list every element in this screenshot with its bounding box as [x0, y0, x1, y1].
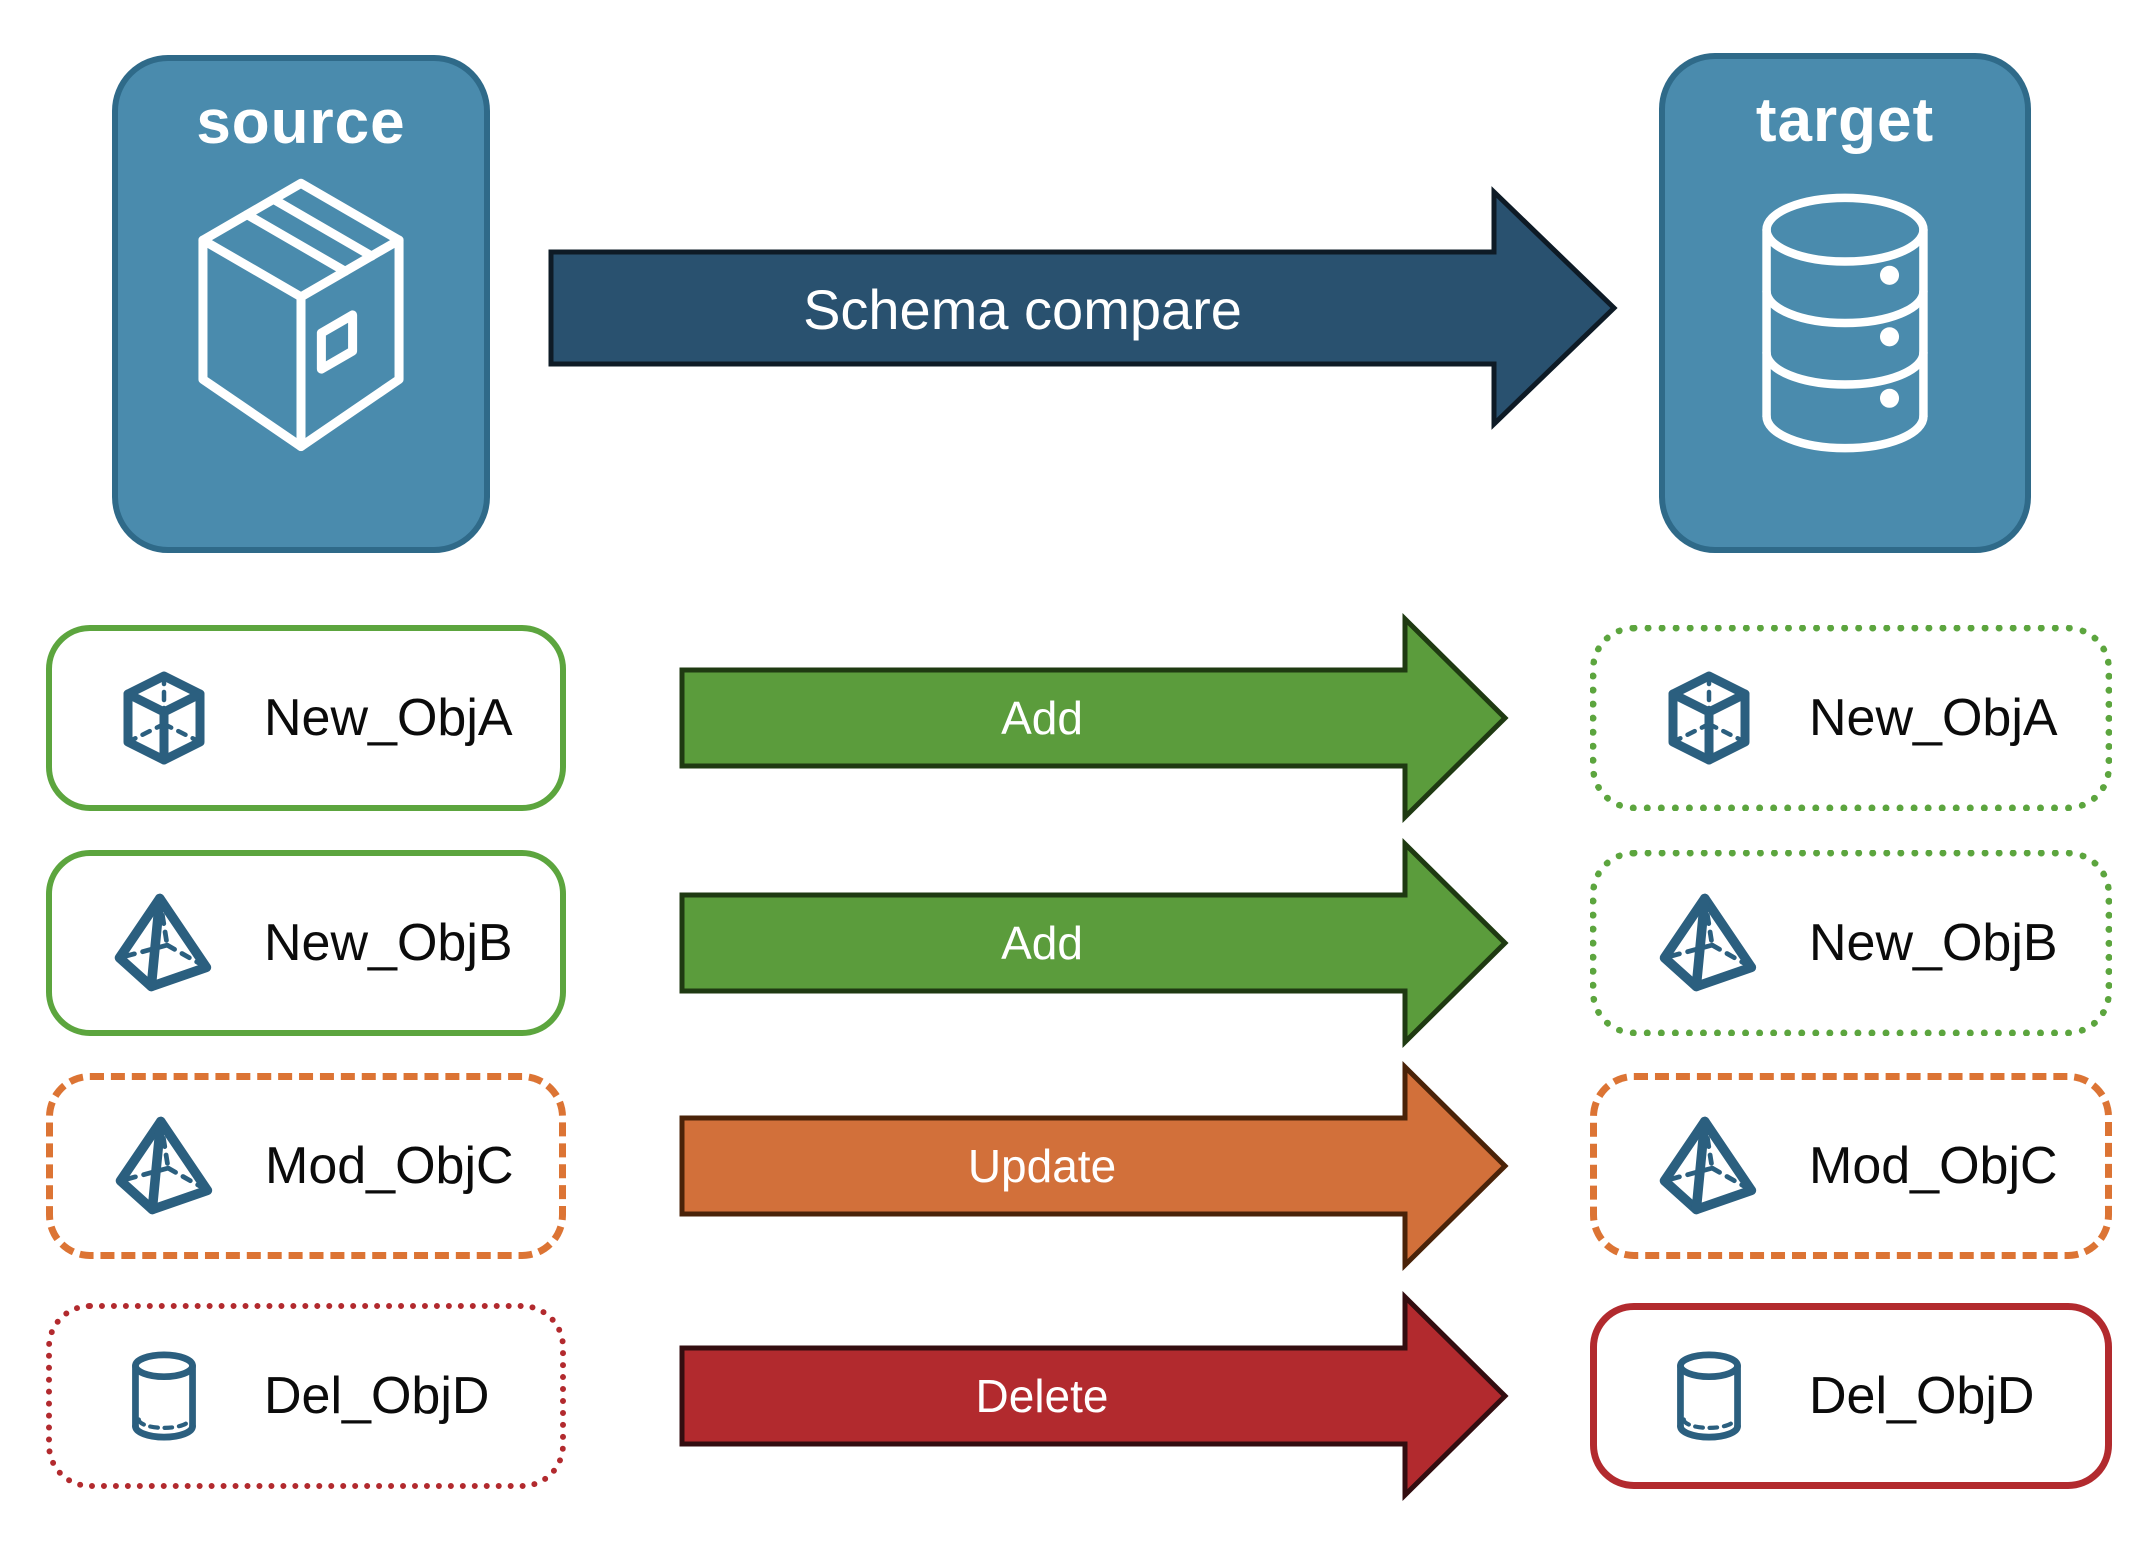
source-object-card-new-obja: New_ObjA	[46, 625, 566, 811]
object-label: Del_ObjD	[1809, 1367, 2035, 1425]
source-node: source	[112, 55, 490, 553]
object-label: Mod_ObjC	[1809, 1137, 2058, 1195]
target-object-card-new-objb: New_ObjB	[1590, 850, 2112, 1036]
source-object-card-mod-objc: Mod_ObjC	[46, 1073, 566, 1259]
target-object-card-new-obja: New_ObjA	[1590, 625, 2112, 811]
add-arrow	[679, 613, 1509, 823]
update-arrow	[679, 1061, 1509, 1271]
database-icon	[1739, 185, 1951, 461]
source-label: source	[196, 88, 406, 157]
add-arrow-label: Add	[1001, 917, 1083, 969]
schema-compare-arrow	[548, 186, 1618, 430]
add-arrow-label: Add	[1001, 692, 1083, 744]
object-label: Mod_ObjC	[265, 1137, 514, 1195]
target-object-card-del-objd: Del_ObjD	[1590, 1303, 2112, 1489]
schema-compare-arrow-label: Schema compare	[803, 277, 1242, 341]
object-label: New_ObjB	[1809, 914, 2058, 972]
target-object-card-mod-objc: Mod_ObjC	[1590, 1073, 2112, 1259]
pyramid-icon	[1653, 1113, 1765, 1219]
object-label: New_ObjA	[1809, 689, 2058, 747]
pyramid-icon	[108, 890, 220, 996]
delete-arrow	[679, 1291, 1509, 1501]
cube-icon	[1659, 668, 1759, 768]
target-node: target	[1659, 53, 2031, 553]
add-arrow	[679, 838, 1509, 1048]
object-label: New_ObjB	[264, 914, 513, 972]
delete-arrow-label: Delete	[975, 1370, 1109, 1422]
pyramid-icon	[1653, 890, 1765, 996]
source-object-card-del-objd: Del_ObjD	[46, 1303, 566, 1489]
object-label: New_ObjA	[264, 689, 513, 747]
update-arrow-label: Update	[967, 1140, 1117, 1192]
cylinder-icon	[122, 1349, 206, 1443]
source-object-card-new-objb: New_ObjB	[46, 850, 566, 1036]
target-label: target	[1755, 86, 1935, 155]
package-icon	[172, 173, 430, 462]
cylinder-icon	[1667, 1349, 1751, 1443]
pyramid-icon	[109, 1113, 221, 1219]
object-label: Del_ObjD	[264, 1367, 490, 1425]
cube-icon	[114, 668, 214, 768]
